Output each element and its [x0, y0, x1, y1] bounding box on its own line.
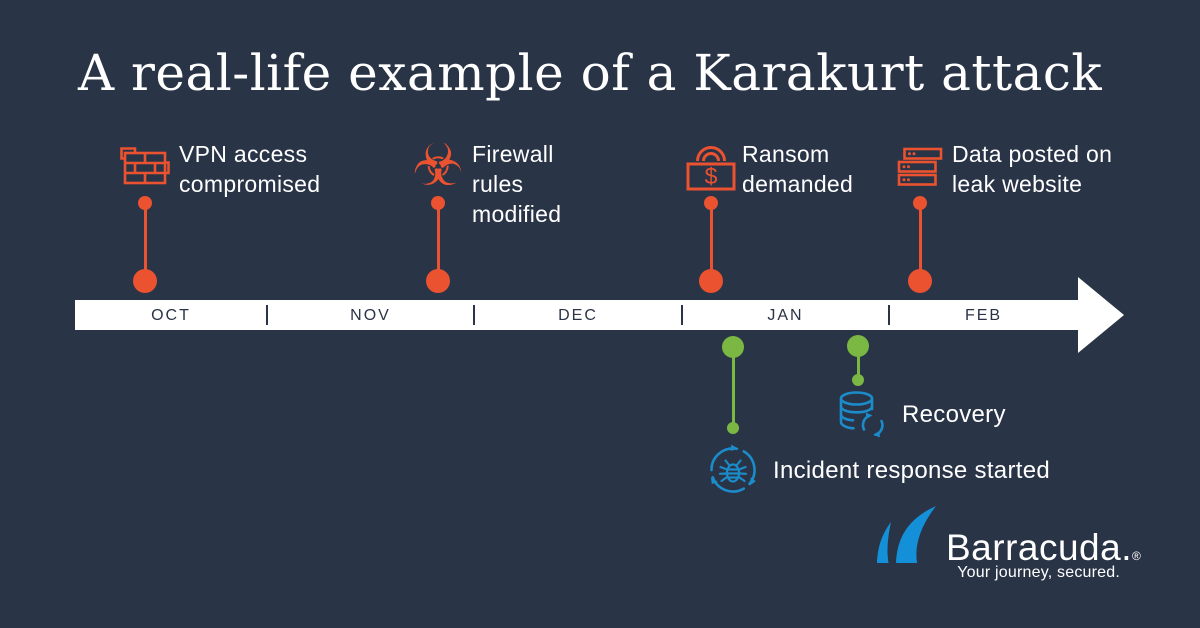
ransom-lock-icon: $ [685, 142, 737, 192]
event-dot-large [426, 269, 450, 293]
event-dot-large [133, 269, 157, 293]
event-stem [709, 205, 713, 277]
event-dot-small [431, 196, 445, 210]
brand-wordmark: Barracuda.® [946, 527, 1141, 569]
firewall-brick-icon [120, 146, 170, 188]
timeline-arrow-head-icon [1078, 277, 1124, 353]
event-label-line: compromised [179, 171, 321, 197]
event-dot-small [704, 196, 718, 210]
bug-quarantine-icon [707, 444, 759, 496]
event-label-line: modified [472, 201, 562, 227]
event-dot-large [847, 335, 869, 357]
event-label: VPN access compromised [179, 139, 320, 199]
event-label: Data posted on leak website [952, 139, 1112, 199]
event-stem [731, 352, 735, 424]
brand-name: Barracuda. [946, 527, 1132, 568]
event-label-line: Ransom [742, 141, 830, 167]
biohazard-icon: ☣ [412, 131, 464, 199]
event-dot-small [913, 196, 927, 210]
event-dot-small [727, 422, 739, 434]
event-stem [436, 205, 440, 277]
event-label-line: rules [472, 171, 524, 197]
event-label-line: Firewall [472, 141, 554, 167]
event-label: Recovery [902, 401, 1006, 428]
event-label: Firewall rules modified [472, 139, 561, 229]
page-title: A real-life example of a Karakurt attack [78, 44, 1103, 102]
event-dot-small [138, 196, 152, 210]
server-stack-icon [897, 147, 943, 187]
event-label-line: Data posted on [952, 141, 1113, 167]
database-refresh-icon [837, 390, 887, 438]
timeline-month-nov: NOV [350, 307, 391, 324]
timeline-tick [888, 305, 890, 325]
event-label-line: leak website [952, 171, 1083, 197]
timeline-tick [681, 305, 683, 325]
event-dot-large [908, 269, 932, 293]
event-dot-large [699, 269, 723, 293]
svg-text:$: $ [705, 163, 718, 189]
timeline-bar [75, 300, 1078, 330]
registered-mark: ® [1132, 549, 1141, 563]
timeline-month-jan: JAN [767, 307, 804, 324]
event-label: Ransom demanded [742, 139, 853, 199]
event-dot-large [722, 336, 744, 358]
brand-tagline: Your journey, secured. [957, 564, 1120, 581]
event-stem [143, 205, 147, 277]
event-label: Incident response started [773, 457, 1050, 484]
timeline-tick [266, 305, 268, 325]
timeline-month-feb: FEB [964, 307, 1003, 324]
timeline-tick [473, 305, 475, 325]
event-label-line: demanded [742, 171, 854, 197]
event-label-line: VPN access [179, 141, 308, 167]
barracuda-fins-icon [872, 505, 944, 563]
timeline-month-oct: OCT [151, 307, 191, 324]
event-stem [856, 351, 860, 376]
event-dot-small [852, 374, 864, 386]
event-stem [918, 205, 922, 277]
timeline-month-dec: DEC [558, 307, 598, 324]
